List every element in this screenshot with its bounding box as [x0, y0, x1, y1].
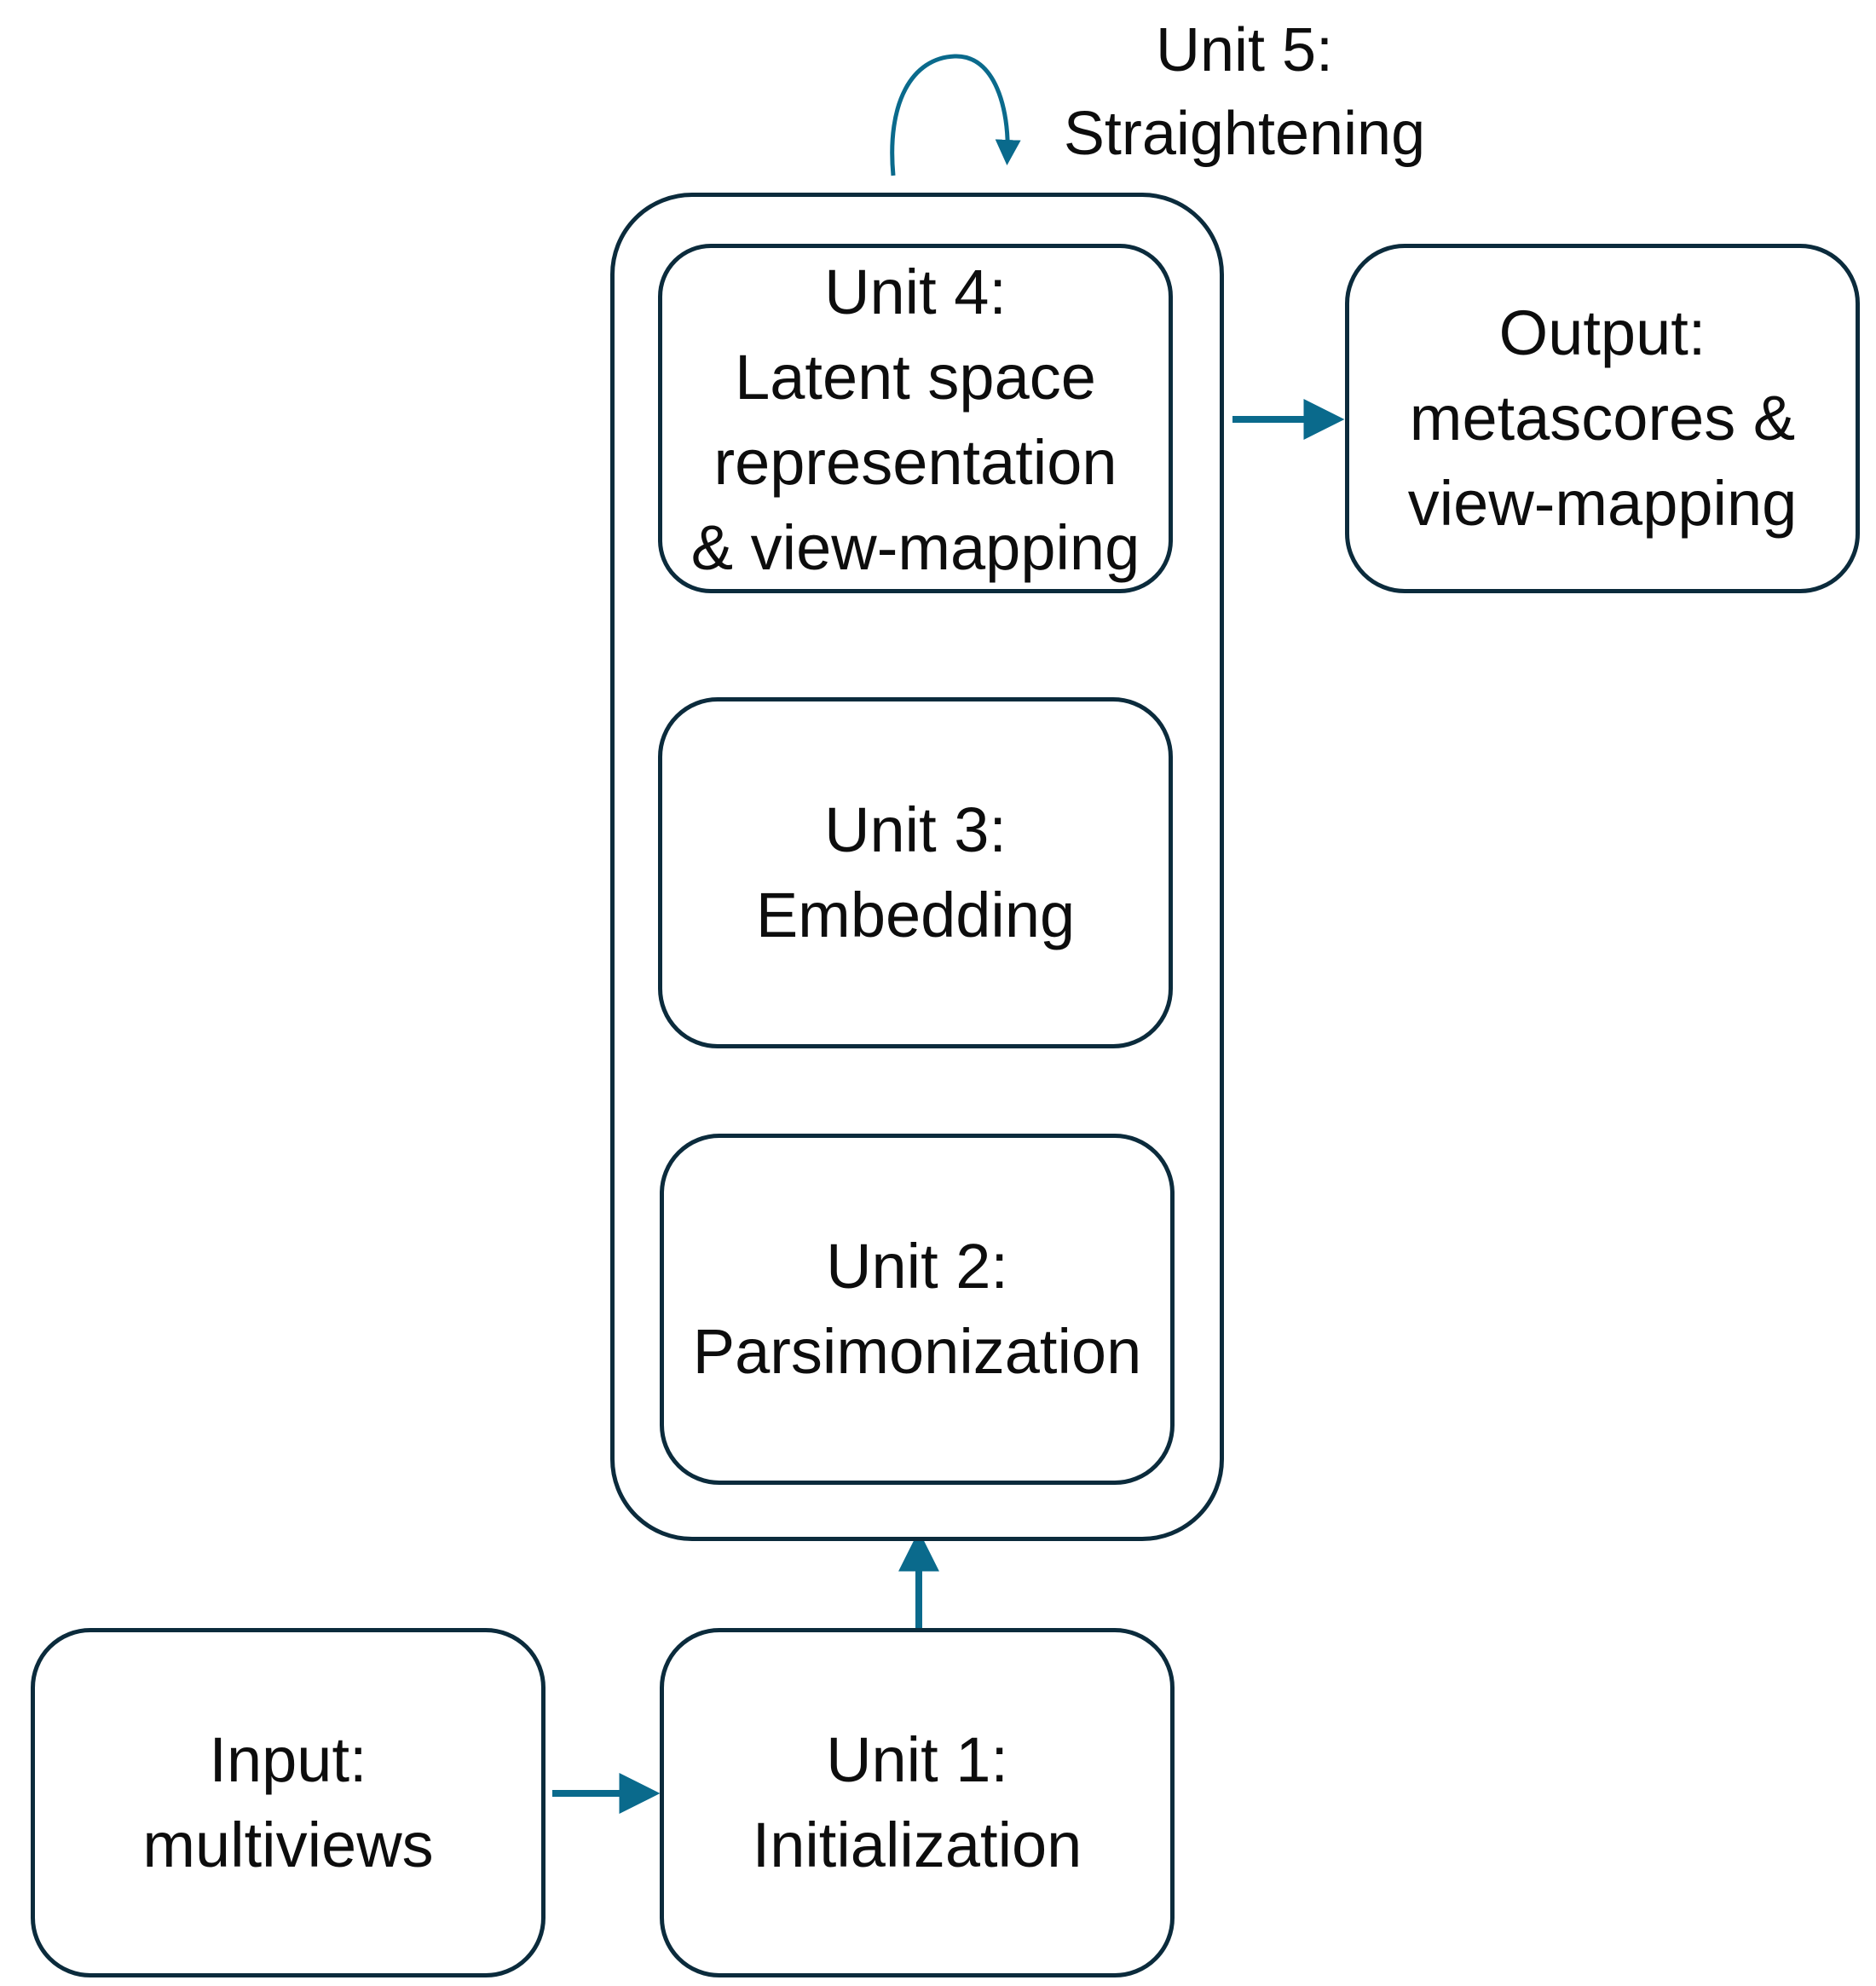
output-line-2: metascores &: [1409, 383, 1796, 453]
unit4-box[interactable]: Unit 4: Latent space representation & vi…: [658, 244, 1173, 593]
unit4-line-3: representation: [713, 427, 1117, 498]
unit4-line-2: Latent space: [735, 342, 1096, 413]
straightening-loop-arrow: [890, 54, 1021, 176]
input-box[interactable]: Input: multiviews: [31, 1628, 545, 1977]
unit1-title: Unit 1:: [826, 1724, 1008, 1795]
unit2-label: Parsimonization: [692, 1316, 1142, 1387]
output-title: Output:: [1498, 297, 1706, 368]
unit2-box[interactable]: Unit 2: Parsimonization: [660, 1134, 1175, 1485]
unit1-label: Initialization: [752, 1810, 1082, 1880]
unit3-title: Unit 3:: [824, 794, 1007, 865]
unit4-title: Unit 4:: [824, 257, 1007, 327]
unit5-title: Unit 5:: [1155, 16, 1334, 84]
unit2-title: Unit 2:: [826, 1231, 1008, 1302]
unit1-box[interactable]: Unit 1: Initialization: [660, 1628, 1175, 1977]
input-label: multiviews: [142, 1810, 434, 1880]
input-title: Input:: [209, 1724, 367, 1795]
output-box[interactable]: Output: metascores & view-mapping: [1345, 244, 1860, 593]
output-line-3: view-mapping: [1407, 468, 1798, 539]
unit4-line-4: & view-mapping: [690, 512, 1140, 583]
unit3-label: Embedding: [755, 880, 1076, 950]
unit5-label: Unit 5: Straightening: [1023, 9, 1466, 176]
unit5-text: Straightening: [1063, 100, 1426, 168]
unit3-box[interactable]: Unit 3: Embedding: [658, 697, 1173, 1048]
